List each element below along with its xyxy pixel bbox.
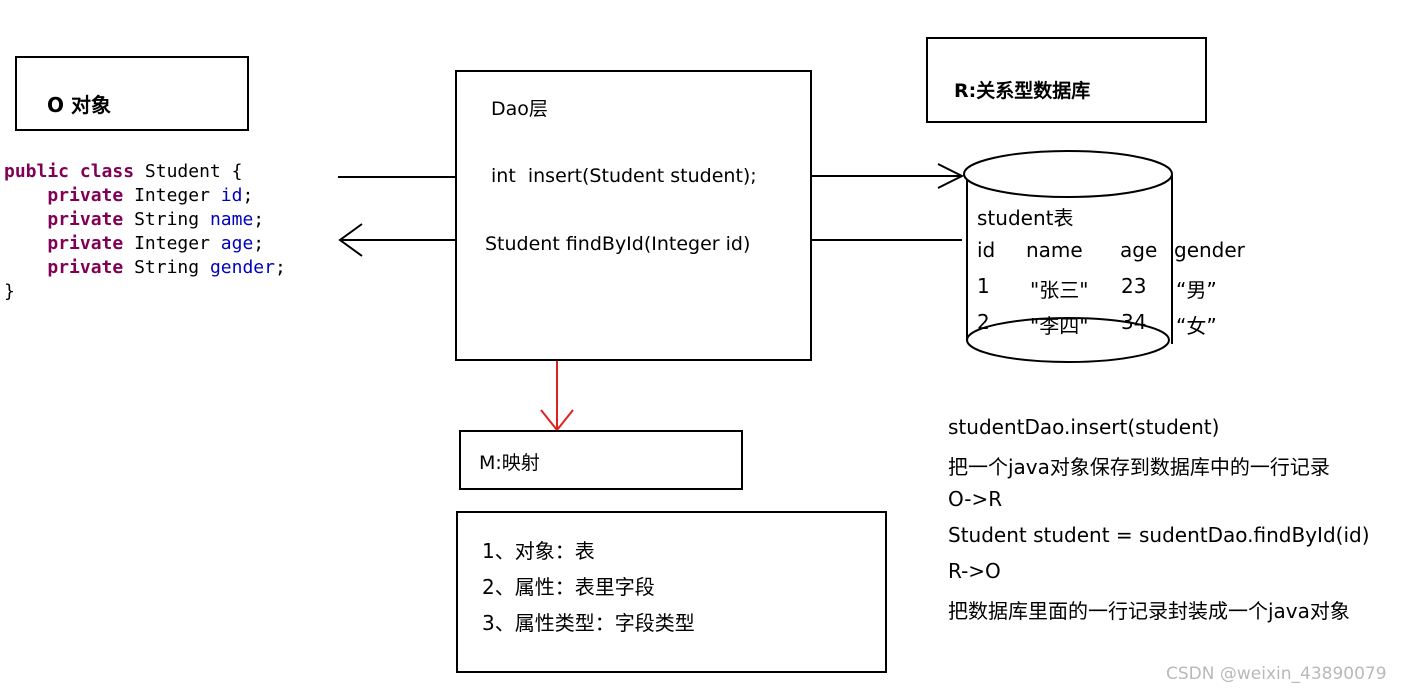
code-field-type: Integer bbox=[134, 185, 210, 206]
code-keyword-class: class bbox=[79, 161, 135, 182]
code-field-name: id bbox=[220, 185, 243, 206]
code-field-name: gender bbox=[209, 257, 275, 278]
database-cylinder bbox=[963, 150, 1173, 363]
table-cell: 2 bbox=[977, 310, 990, 334]
code-field-type: Integer bbox=[134, 233, 210, 254]
mapping-box-title: M:映射 bbox=[479, 452, 540, 474]
mapping-rules-box: 1、对象：表 2、属性：表里字段 3、属性类型：字段类型 bbox=[456, 511, 887, 673]
code-class-decl: Student { bbox=[144, 161, 243, 182]
relational-box: R:关系型数据库 bbox=[926, 37, 1207, 123]
table-header-cell: id bbox=[977, 238, 996, 262]
mapping-rule: 3、属性类型：字段类型 bbox=[482, 611, 695, 635]
relational-box-title: R:关系型数据库 bbox=[954, 80, 1091, 102]
code-closing-brace: } bbox=[4, 281, 15, 302]
mapping-box: M:映射 bbox=[459, 430, 743, 490]
note-line: R->O bbox=[948, 559, 1001, 583]
table-cell: 1 bbox=[977, 274, 990, 298]
code-field-name: age bbox=[220, 233, 254, 254]
object-box-title: O 对象 bbox=[47, 93, 111, 117]
table-header-cell: age bbox=[1120, 238, 1158, 262]
table-name: student表 bbox=[977, 206, 1074, 230]
note-line: 把一个java对象保存到数据库中的一行记录 bbox=[948, 455, 1330, 479]
object-box: O 对象 bbox=[15, 56, 249, 131]
table-cell: "张三" bbox=[1030, 278, 1089, 302]
watermark: CSDN @weixin_43890079 bbox=[1166, 664, 1387, 684]
student-class-code: public class Student { private Integer i… bbox=[4, 161, 286, 302]
code-keyword-public: public bbox=[4, 161, 70, 182]
table-cell: "李四" bbox=[1030, 314, 1089, 338]
dao-title: Dao层 bbox=[491, 98, 548, 120]
dao-method-find: Student findById(Integer id) bbox=[485, 233, 751, 255]
code-field-modifier: private bbox=[47, 185, 124, 206]
note-line: Student student = sudentDao.findById(id) bbox=[948, 523, 1370, 547]
code-field-modifier: private bbox=[47, 257, 124, 278]
table-header-cell: name bbox=[1026, 238, 1083, 262]
dao-method-insert: int insert(Student student); bbox=[491, 165, 757, 187]
table-cell: 23 bbox=[1121, 274, 1147, 298]
note-line: O->R bbox=[948, 487, 1003, 511]
dao-box: Dao层 int insert(Student student); Studen… bbox=[455, 70, 812, 361]
code-field-modifier: private bbox=[47, 233, 124, 254]
table-cell: “女” bbox=[1176, 314, 1217, 338]
code-field-type: String bbox=[134, 209, 200, 230]
code-field-name: name bbox=[209, 209, 254, 230]
table-cell: 34 bbox=[1121, 310, 1147, 334]
table-cell: “男” bbox=[1176, 278, 1217, 302]
code-field-modifier: private bbox=[47, 209, 124, 230]
code-field-type: String bbox=[134, 257, 200, 278]
mapping-rule: 2、属性：表里字段 bbox=[482, 575, 655, 599]
table-header-cell: gender bbox=[1174, 238, 1245, 262]
note-line: studentDao.insert(student) bbox=[948, 415, 1220, 439]
mapping-rule: 1、对象：表 bbox=[482, 539, 595, 563]
note-line: 把数据库里面的一行记录封装成一个java对象 bbox=[948, 599, 1350, 623]
